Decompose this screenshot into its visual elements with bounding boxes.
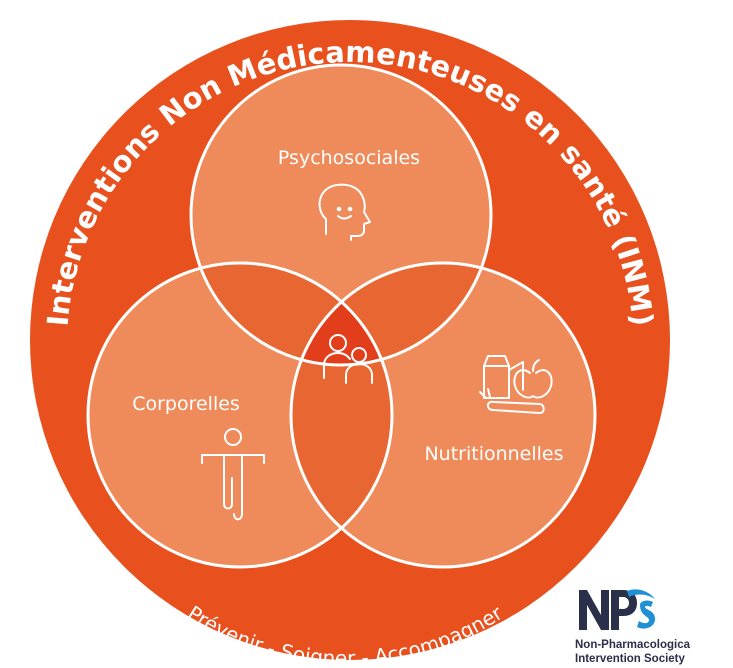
circle-outline-right: [289, 261, 597, 569]
logo-text-line1: Non-Pharmacologica: [575, 639, 691, 651]
label-corporelles: Corporelles: [132, 393, 240, 415]
circle-outline-left: [86, 261, 394, 569]
npis-logo-mark: [579, 589, 655, 630]
food-milk-apple-carrot-icon: [479, 355, 553, 414]
person-head-smile-icon: [318, 183, 371, 241]
label-psychosociales: Psychosociales: [278, 147, 420, 169]
label-nutritionnelles: Nutritionnelles: [424, 443, 563, 465]
npis-logo: Non-Pharmacologica Intervention Society: [575, 585, 733, 668]
circle-outline-top: [189, 63, 493, 367]
people-group-icon: [323, 334, 373, 384]
logo-text-line2: Intervention Society: [575, 653, 685, 665]
body-figure-icon: [201, 428, 265, 521]
center-overlap: [291, 263, 392, 365]
